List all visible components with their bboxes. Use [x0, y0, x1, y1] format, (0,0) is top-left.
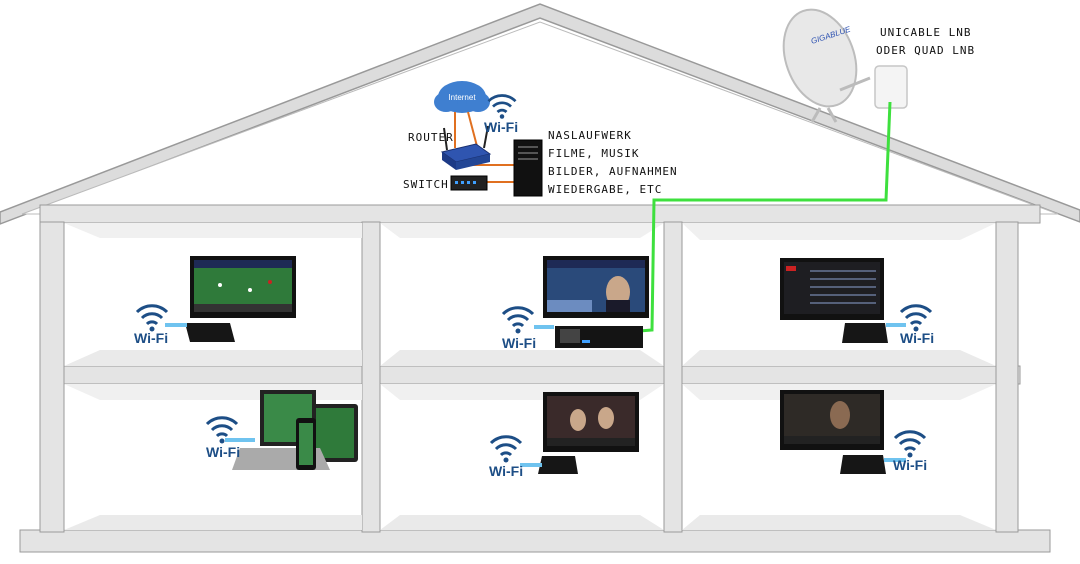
- nas-label-line4: WIEDERGABE, ETC: [548, 183, 662, 196]
- lnb-label-line2: ODER QUAD LNB: [876, 44, 975, 57]
- nas-label-line3: BILDER, AUFNAHMEN: [548, 165, 678, 178]
- house-frame: [19, 204, 1051, 553]
- room5-wifi-icon: [489, 435, 523, 464]
- lnb-label-line1: UNICABLE LNB: [880, 26, 971, 39]
- room3-wifi-icon: [899, 304, 933, 333]
- room4-wifi-label: Wi-Fi: [206, 444, 240, 460]
- room1-wifi-icon: [135, 304, 169, 333]
- room1-wifi-label: Wi-Fi: [134, 330, 168, 346]
- room-lower-middle: Wi-Fi: [489, 392, 639, 479]
- room-upper-right: Wi-Fi: [780, 258, 934, 346]
- satellite-dish: GIGABLUE: [782, 8, 908, 123]
- switch-label: SWITCH: [403, 178, 449, 191]
- router: [440, 125, 492, 170]
- internet-cloud: Internet: [434, 81, 490, 113]
- room-lower-right: Wi-Fi: [780, 390, 927, 474]
- nas-label-line1: NASLAUFWERK: [548, 129, 632, 142]
- room-lower-left: Wi-Fi: [205, 390, 358, 470]
- attic-wifi-label: Wi-Fi: [484, 119, 518, 135]
- room6-wifi-icon: [893, 430, 927, 459]
- room-upper-left: Wi-Fi: [134, 256, 296, 346]
- room3-wifi-label: Wi-Fi: [900, 330, 934, 346]
- nas-drive: [513, 139, 543, 197]
- room6-wifi-label: Wi-Fi: [893, 457, 927, 473]
- router-label: ROUTER: [408, 131, 454, 144]
- internet-cloud-label: Internet: [448, 93, 476, 102]
- switch: [450, 175, 488, 191]
- room5-wifi-label: Wi-Fi: [489, 463, 523, 479]
- nas-label-line2: FILME, MUSIK: [548, 147, 639, 160]
- coax-cable: [627, 101, 892, 334]
- room2-wifi-icon: [501, 306, 535, 335]
- room2-wifi-label: Wi-Fi: [502, 335, 536, 351]
- room-upper-middle: Wi-Fi: [501, 256, 649, 351]
